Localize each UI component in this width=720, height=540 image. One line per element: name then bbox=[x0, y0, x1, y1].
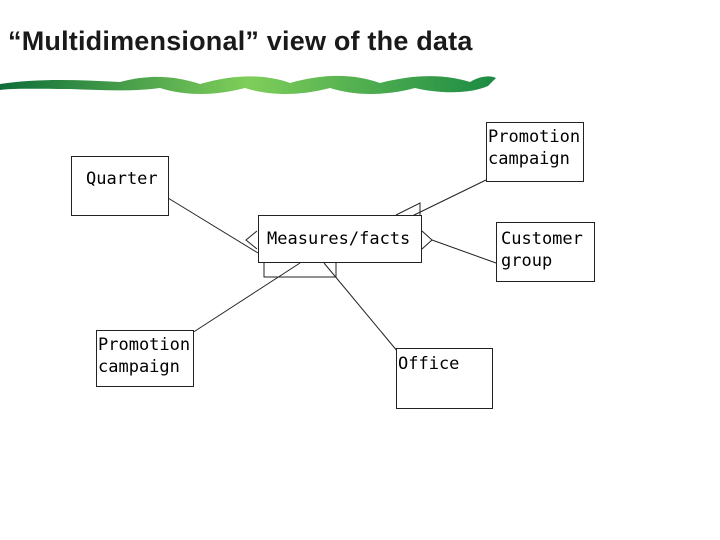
node-promotion-campaign-left: Promotion campaign bbox=[96, 330, 194, 387]
node-promotion-campaign-top: Promotion campaign bbox=[486, 122, 584, 182]
connector-promotion-top bbox=[407, 179, 487, 219]
swoosh-wave bbox=[0, 75, 496, 94]
node-measures-facts: Measures/facts bbox=[258, 215, 422, 263]
cube-chevron-right bbox=[421, 230, 433, 250]
node-office: Office bbox=[396, 348, 493, 409]
cube-chevron-left bbox=[245, 230, 258, 250]
page-title: “Multidimensional” view of the data bbox=[8, 26, 473, 56]
node-customer-group: Customer group bbox=[496, 222, 595, 282]
connector-quarter bbox=[167, 197, 259, 254]
cube-edge-left bbox=[263, 263, 337, 278]
connector-office bbox=[323, 262, 399, 353]
connector-customer bbox=[431, 239, 497, 264]
decorative-swoosh bbox=[0, 75, 496, 94]
node-quarter: Quarter bbox=[71, 156, 169, 216]
connector-promotion-left bbox=[191, 262, 301, 334]
